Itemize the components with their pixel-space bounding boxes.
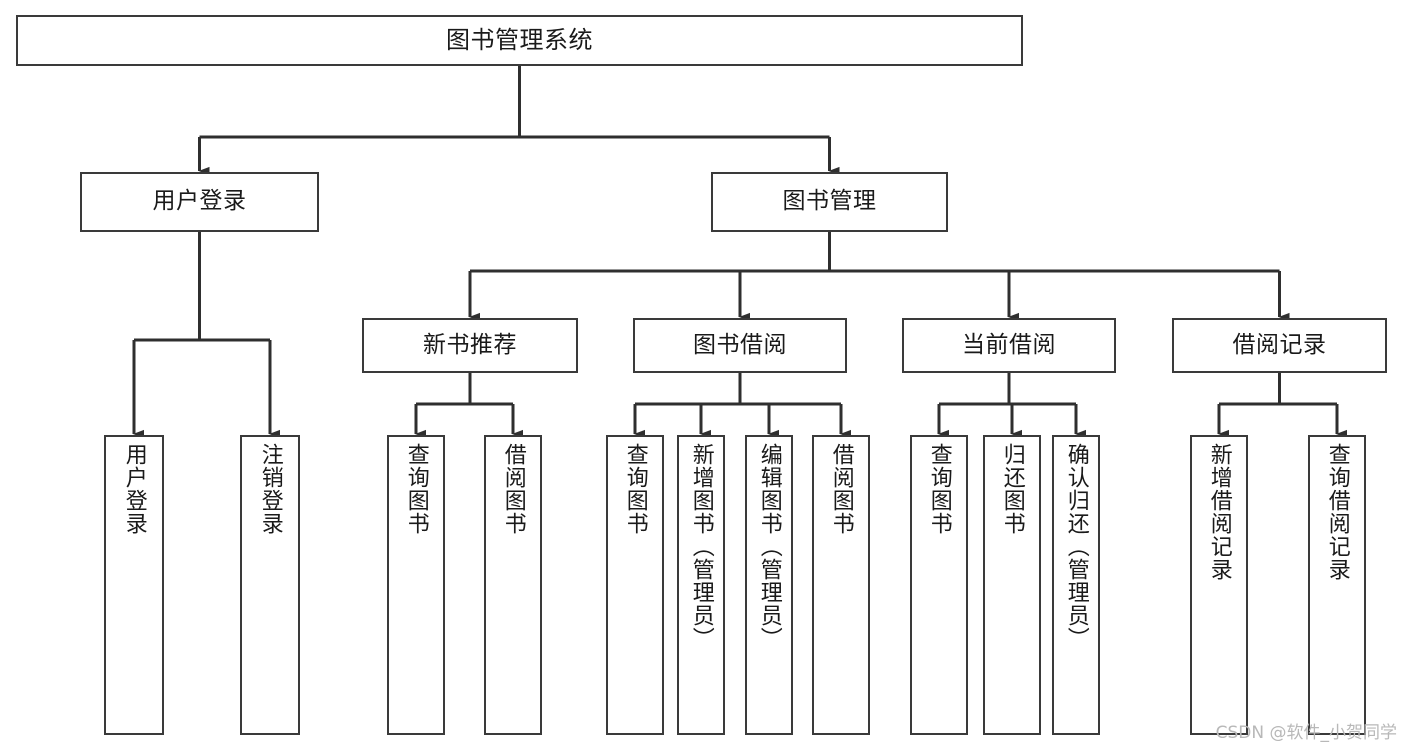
- node-label-leaf-bb-borrow: 借阅图书: [828, 443, 854, 535]
- node-leaf-bb-borrow[interactable]: 借阅图书: [812, 435, 870, 735]
- node-label-borrow-record: 借阅记录: [1232, 331, 1327, 358]
- node-leaf-bb-add[interactable]: 新增图书（管理员）: [677, 435, 725, 735]
- node-label-leaf-cb-confirm: 确认归还（管理员）: [1063, 443, 1089, 650]
- node-leaf-bb-edit[interactable]: 编辑图书（管理员）: [745, 435, 793, 735]
- node-leaf-cb-return[interactable]: 归还图书: [983, 435, 1041, 735]
- node-new-book-rec[interactable]: 新书推荐: [362, 318, 578, 373]
- node-label-leaf-user-login: 用户登录: [121, 443, 147, 535]
- node-label-leaf-rec-borrow: 借阅图书: [500, 443, 526, 535]
- node-label-leaf-bb-edit: 编辑图书（管理员）: [756, 443, 782, 650]
- node-leaf-bb-query[interactable]: 查询图书: [606, 435, 664, 735]
- node-label-leaf-cb-return: 归还图书: [999, 443, 1025, 535]
- node-label-leaf-cb-query: 查询图书: [926, 443, 952, 535]
- node-leaf-user-logout[interactable]: 注销登录: [240, 435, 300, 735]
- node-label-leaf-br-query: 查询借阅记录: [1324, 443, 1350, 581]
- node-leaf-user-login[interactable]: 用户登录: [104, 435, 164, 735]
- node-book-borrow[interactable]: 图书借阅: [633, 318, 847, 373]
- node-leaf-cb-confirm[interactable]: 确认归还（管理员）: [1052, 435, 1100, 735]
- csdn-watermark: CSDN @软件_小贺同学: [1215, 723, 1397, 743]
- node-leaf-cb-query[interactable]: 查询图书: [910, 435, 968, 735]
- node-label-leaf-bb-add: 新增图书（管理员）: [688, 443, 714, 650]
- node-borrow-record[interactable]: 借阅记录: [1172, 318, 1387, 373]
- node-current-borrow[interactable]: 当前借阅: [902, 318, 1116, 373]
- node-label-current-borrow: 当前借阅: [962, 331, 1056, 358]
- node-label-user-login: 用户登录: [152, 188, 247, 215]
- node-label-book-manage: 图书管理: [782, 188, 877, 215]
- node-leaf-rec-borrow[interactable]: 借阅图书: [484, 435, 542, 735]
- node-label-leaf-user-logout: 注销登录: [257, 443, 283, 535]
- node-user-login[interactable]: 用户登录: [80, 172, 319, 232]
- node-label-leaf-br-add: 新增借阅记录: [1206, 443, 1232, 581]
- node-label-leaf-bb-query: 查询图书: [622, 443, 648, 535]
- node-label-new-book-rec: 新书推荐: [423, 331, 517, 358]
- node-leaf-br-add[interactable]: 新增借阅记录: [1190, 435, 1248, 735]
- node-label-book-borrow: 图书借阅: [693, 331, 787, 358]
- node-leaf-br-query[interactable]: 查询借阅记录: [1308, 435, 1366, 735]
- node-label-leaf-rec-query: 查询图书: [403, 443, 429, 535]
- node-book-manage[interactable]: 图书管理: [711, 172, 948, 232]
- node-label-root: 图书管理系统: [446, 26, 593, 55]
- node-root[interactable]: 图书管理系统: [16, 15, 1023, 66]
- node-leaf-rec-query[interactable]: 查询图书: [387, 435, 445, 735]
